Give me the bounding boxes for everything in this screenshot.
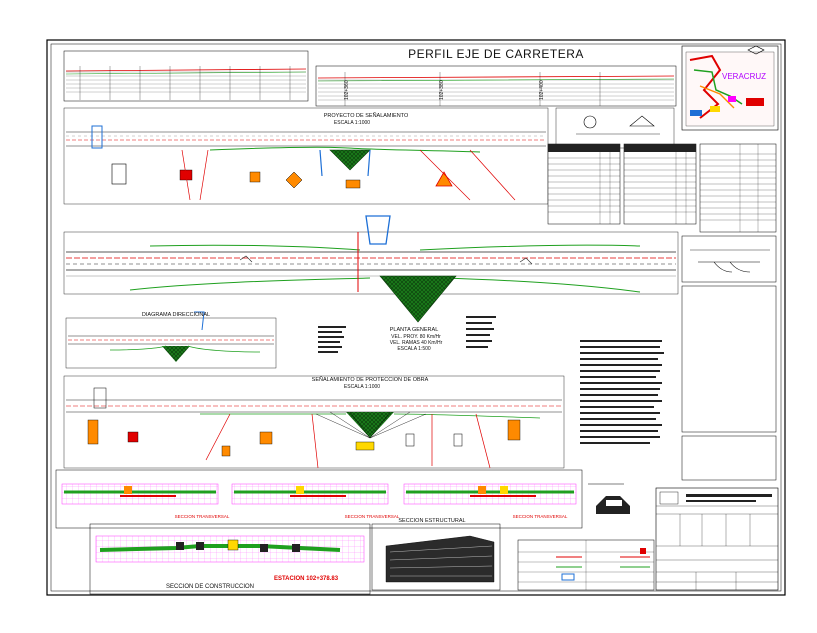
general-plan: [63, 215, 679, 323]
structural-section: [371, 523, 501, 591]
pavement-detail: [588, 483, 630, 514]
location-map: [681, 45, 779, 131]
legend-block: [517, 539, 655, 591]
cross-sections-row: [55, 469, 583, 529]
signage-plan: [63, 107, 549, 205]
sheet-inner-border: [50, 43, 782, 592]
general-plan-title: PLANTA GENERAL: [390, 327, 439, 333]
general-plan-speed: VEL. PROY. 80 Km/Hr: [391, 334, 441, 340]
profile-strip: [63, 50, 677, 107]
title-block: [655, 487, 779, 591]
station-label: ESTACION 102+378.83: [274, 576, 339, 582]
profile-title: PERFIL EJE DE CARRETERA: [408, 47, 584, 61]
signage-plan-title: PROYECTO DE SEÑALAMIENTO: [324, 112, 409, 119]
interchange-detail: [681, 235, 777, 481]
general-plan-scale: ESCALA 1:500: [397, 346, 431, 352]
section-c-label: SECCION TRANSVERSAL: [513, 514, 568, 519]
signage-plan-scale: ESCALA 1:1000: [334, 120, 370, 126]
section-b-label: SECCION TRANSVERSAL: [345, 514, 400, 519]
protection-plan-scale: ESCALA 1:1000: [344, 384, 380, 390]
location-map-label: VERACRUZ: [722, 72, 766, 81]
section-a-label: SECCION TRANSVERSAL: [175, 514, 230, 519]
profile-station-2: 102+380: [439, 80, 445, 100]
structural-section-title: SECCION ESTRUCTURAL: [398, 518, 465, 524]
profile-station-3: 102+400: [539, 80, 545, 100]
construction-section-title: SECCION DE CONSTRUCCION: [166, 584, 254, 590]
quantity-tables: [547, 143, 777, 233]
protection-signage-plan: [63, 375, 565, 469]
notes-block: [318, 316, 664, 444]
directional-diagram: [65, 311, 277, 369]
construction-section: [89, 523, 371, 595]
profile-station-1: 102+360: [344, 80, 350, 100]
general-plan-ramp-speed: VEL. RAMAS 40 Km/Hr: [390, 340, 443, 346]
directional-diagram-title: DIAGRAMA DIRECCIONAL: [142, 312, 210, 318]
protection-plan-title: SEÑALAMIENTO DE PROTECCION DE OBRA: [312, 376, 429, 383]
